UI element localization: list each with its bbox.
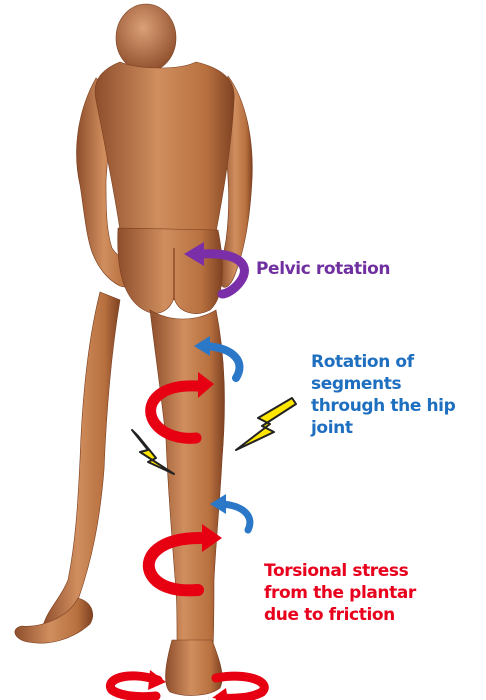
torso: [95, 62, 234, 232]
lightning-bolt-icon-right: [236, 398, 296, 450]
segment-rotation-line-4: joint: [311, 417, 455, 439]
torsional-stress-line-2: from the plantar: [264, 582, 416, 604]
segment-rotation-line-1: Rotation of: [311, 351, 455, 373]
head: [116, 4, 176, 72]
pelvic-rotation-text: Pelvic rotation: [256, 258, 390, 280]
pelvic-rotation-label: Pelvic rotation: [256, 258, 390, 280]
torsional-stress-label: Torsional stress from the plantar due to…: [264, 560, 416, 626]
left-leg: [42, 292, 120, 630]
segment-rotation-line-2: segments: [311, 373, 455, 395]
segment-rotation-line-3: through the hip: [311, 395, 455, 417]
torsional-stress-line-3: due to friction: [264, 604, 416, 626]
right-foot: [166, 640, 223, 695]
torsional-stress-line-1: Torsional stress: [264, 560, 416, 582]
ground-arrowhead-left: [148, 670, 166, 690]
right-leg: [150, 310, 224, 668]
buttocks: [118, 228, 223, 314]
segment-rotation-label: Rotation of segments through the hip joi…: [311, 351, 455, 439]
